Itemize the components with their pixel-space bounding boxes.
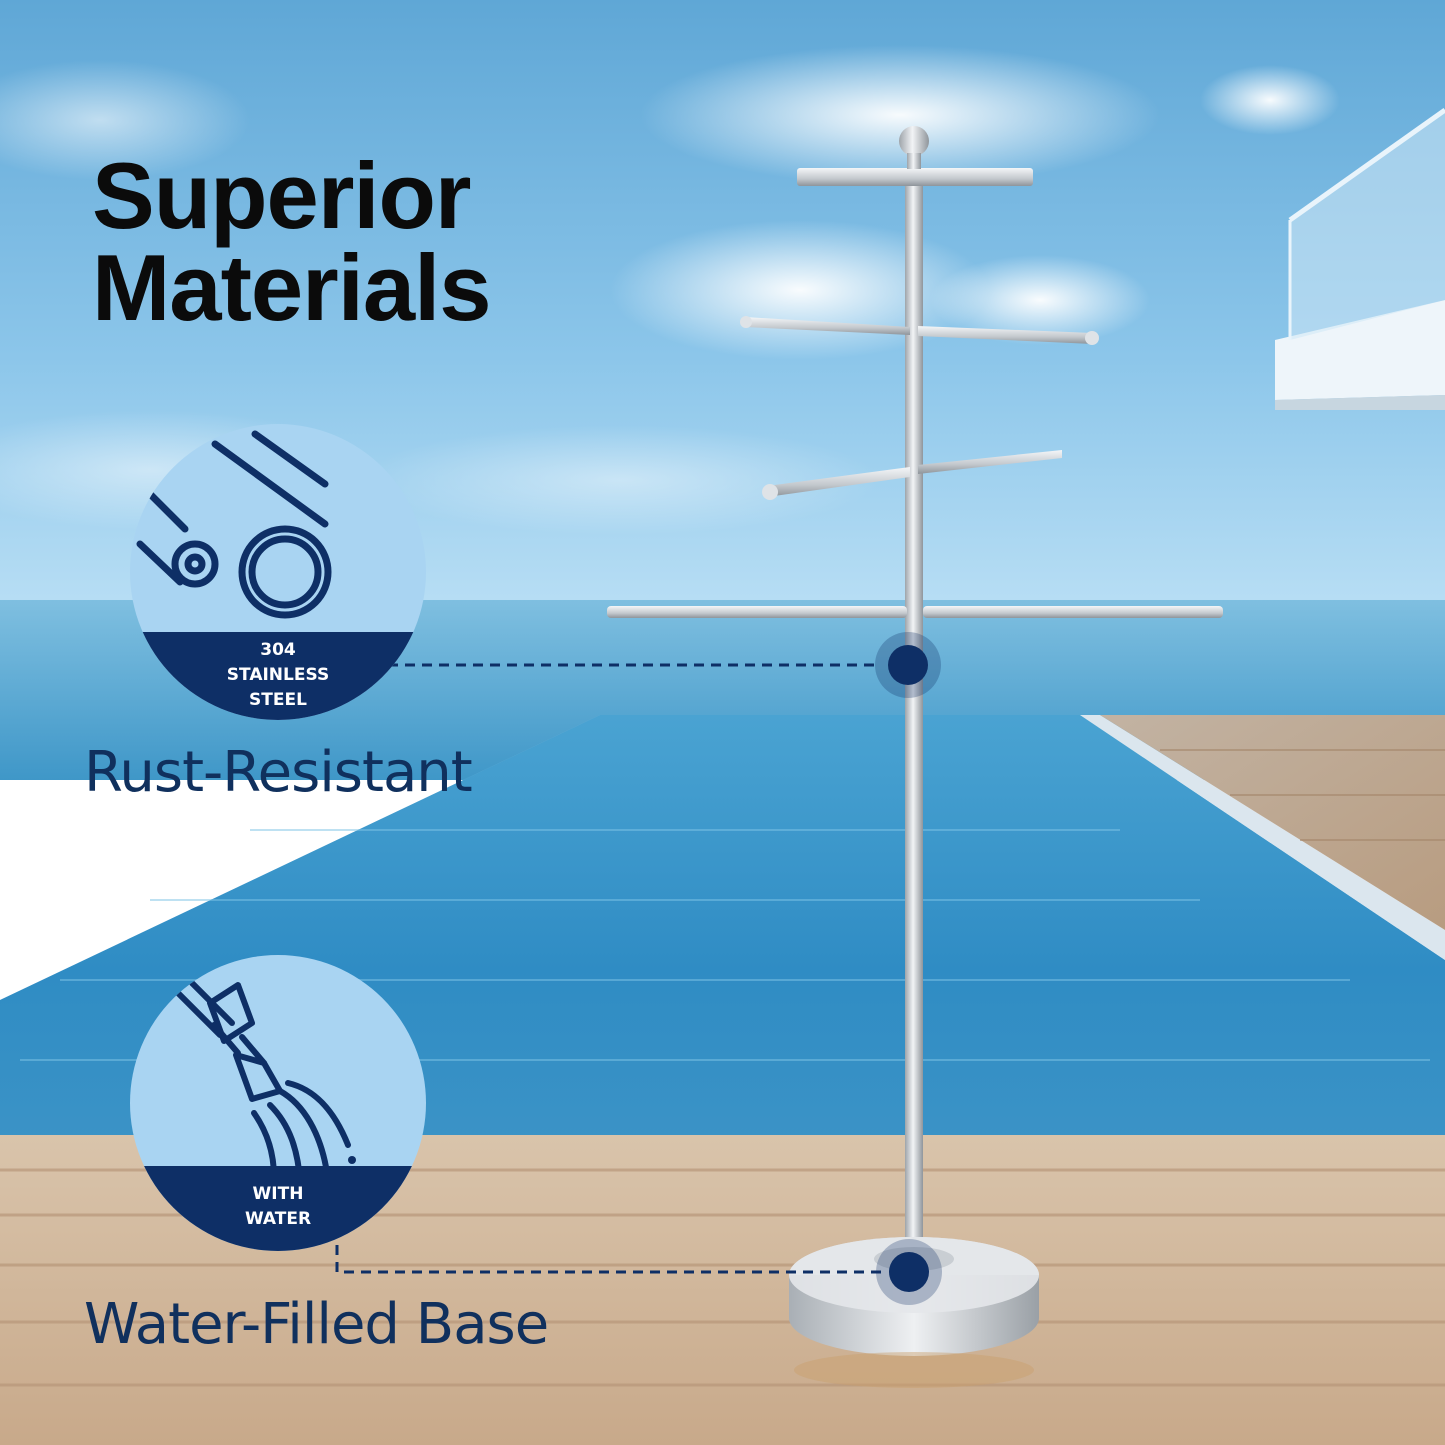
steel-tube-icon (136, 430, 332, 619)
badge-text-line-1: WITH (252, 1184, 304, 1204)
badge-text-line-3: STEEL (249, 690, 307, 710)
badge-band: 304 STAINLESS STEEL (130, 632, 426, 720)
badge-band: WITH WATER (130, 1166, 426, 1251)
water-filled-base-label: Water-Filled Base (84, 1292, 549, 1357)
badge-text-line-2: WATER (244, 1209, 312, 1229)
water-base-badge: WITH WATER (130, 955, 426, 1251)
right-deck (1100, 715, 1445, 930)
headline-line-2: Materials (92, 235, 492, 340)
towel-rack (607, 126, 1223, 1388)
rust-resistant-label: Rust-Resistant (84, 740, 473, 805)
headline: Superior Materials (92, 143, 492, 340)
badge-text-line-1: 304 (260, 640, 296, 660)
balcony (1275, 107, 1445, 410)
connector-1 (388, 632, 941, 698)
stainless-steel-badge: 304 STAINLESS STEEL (130, 424, 426, 720)
badge-text-line-2: STAINLESS (226, 665, 330, 685)
connector-2 (335, 1239, 942, 1305)
headline-line-1: Superior (92, 143, 472, 248)
